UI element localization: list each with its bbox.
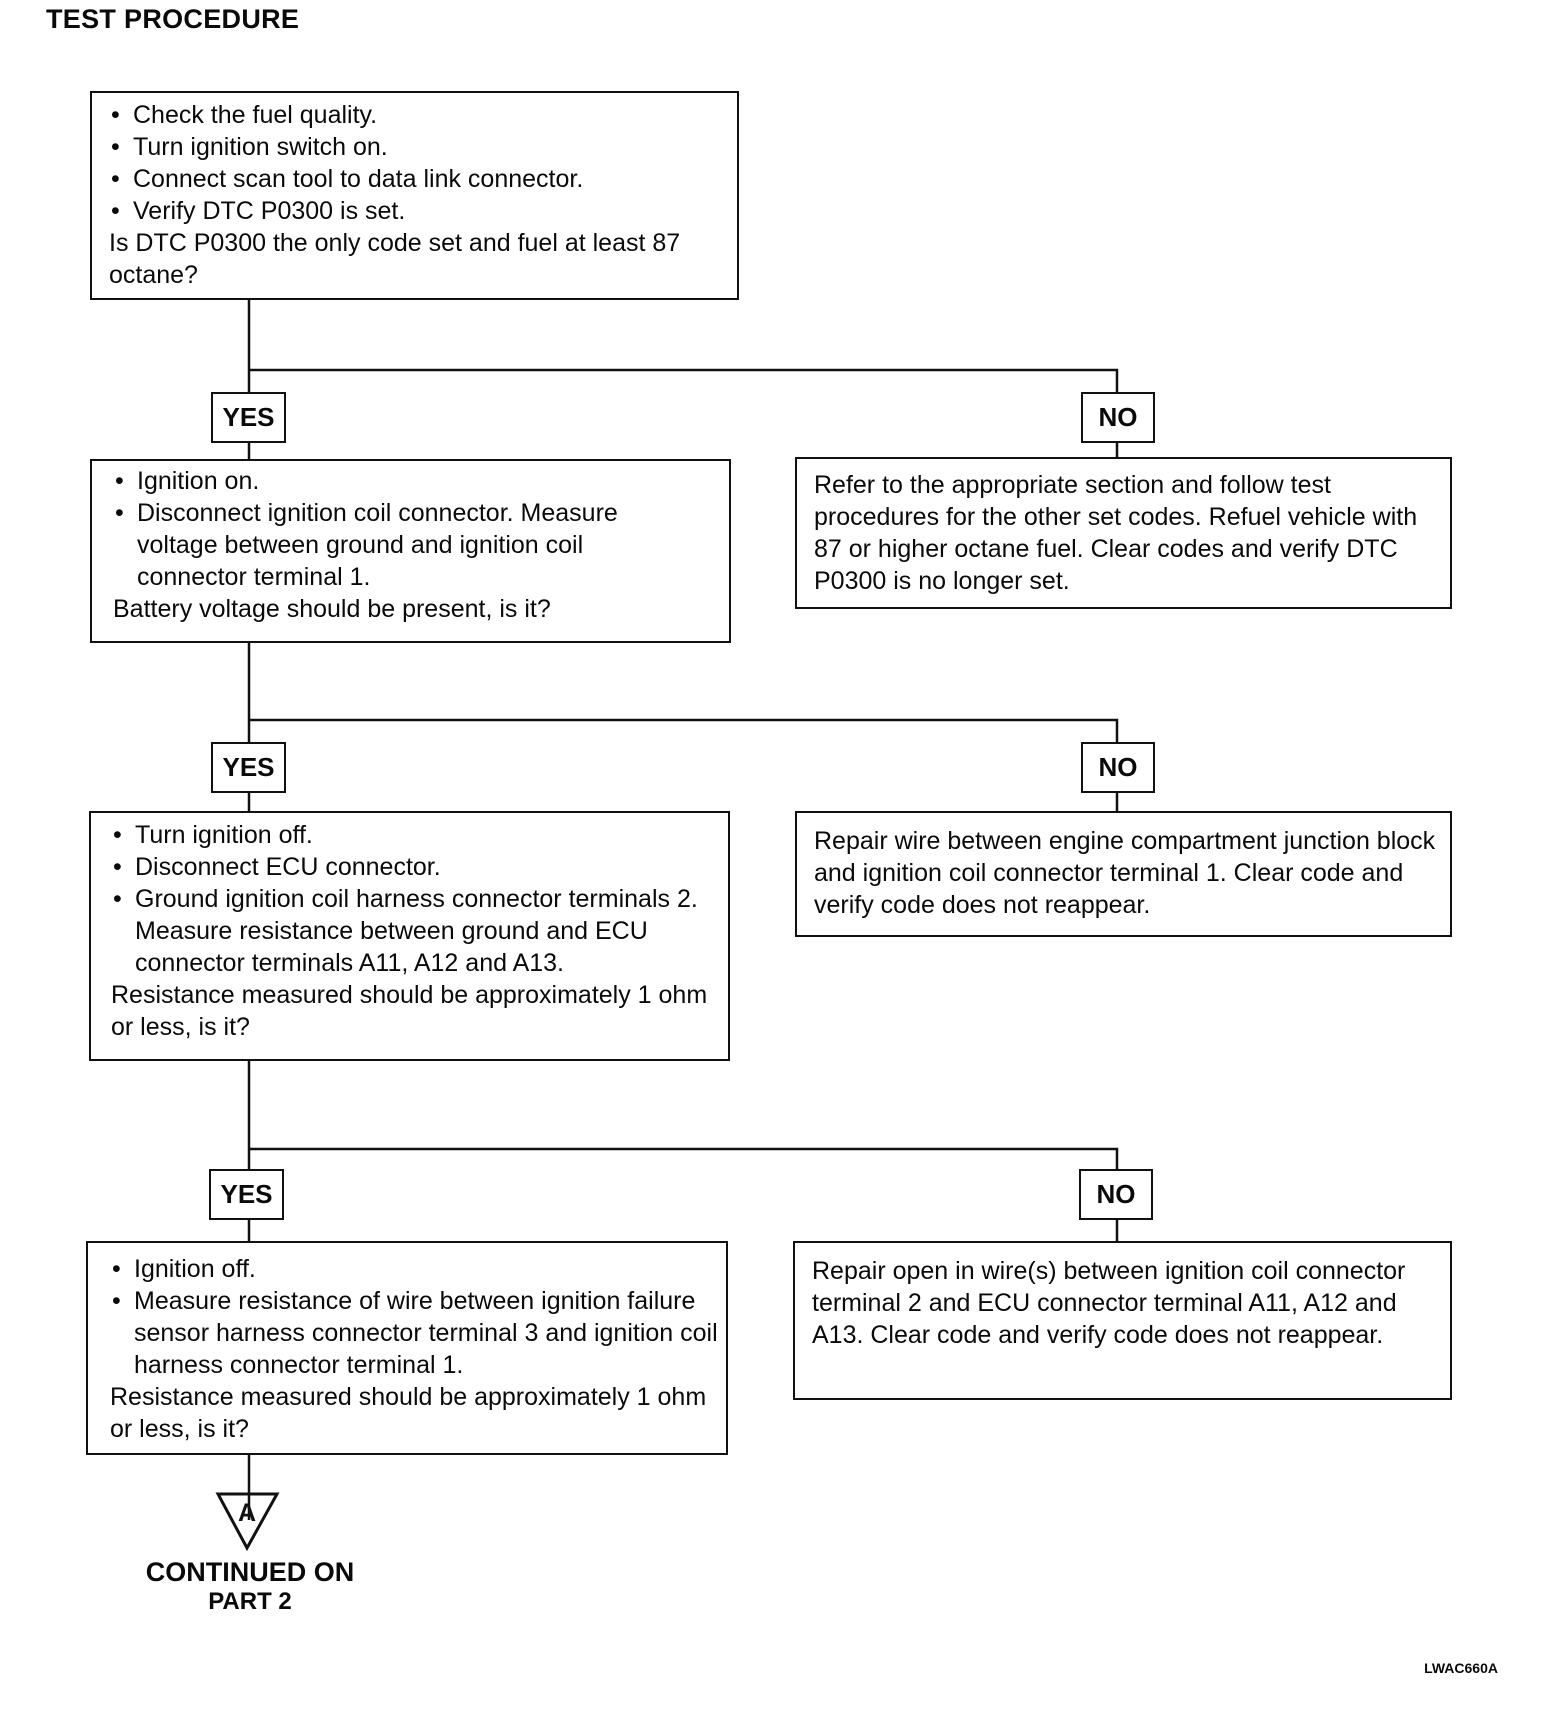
step-1-question: Is DTC P0300 the only code set and fuel …: [109, 229, 681, 289]
step-1-bullet: Verify DTC P0300 is set.: [109, 195, 733, 227]
continuation-triangle: [215, 1492, 280, 1552]
step-3-bullet: Turn ignition off.: [111, 819, 724, 851]
step-2-bullet: Ignition on.: [113, 465, 725, 497]
branch-line-1: [249, 368, 1119, 392]
figure-code: LWAC660A: [1424, 1660, 1498, 1676]
step-2-question: Battery voltage should be present, is it…: [113, 595, 551, 623]
step-3-question: Resistance measured should be approximat…: [111, 981, 708, 1041]
step-4-bullet: Ignition off.: [110, 1253, 722, 1285]
page-title: TEST PROCEDURE: [46, 4, 300, 34]
step-1-bullet: Turn ignition switch on.: [109, 131, 733, 163]
no-result-2-text: Repair wire between engine compartment j…: [814, 827, 1436, 919]
no-label-1: NO: [1081, 392, 1155, 443]
continued-on-label: CONTINUED ON PART 2: [130, 1556, 370, 1616]
step-4-bullet: Measure resistance of wire between ignit…: [110, 1285, 722, 1381]
step-4-box: Ignition off. Measure resistance of wire…: [86, 1241, 728, 1455]
yes-label-1: YES: [211, 392, 286, 443]
step-2-box: Ignition on. Disconnect ignition coil co…: [90, 459, 731, 643]
step-2-bullet: Disconnect ignition coil connector. Meas…: [113, 497, 725, 593]
step-3-bullet: Ground ignition coil harness connector t…: [111, 883, 724, 979]
no-result-1-box: Refer to the appropriate section and fol…: [795, 457, 1452, 609]
step-3-bullet: Disconnect ECU connector.: [111, 851, 724, 883]
no-result-2-box: Repair wire between engine compartment j…: [795, 811, 1452, 937]
branch-line-3: [249, 1147, 1119, 1169]
no-result-3-text: Repair open in wire(s) between ignition …: [812, 1257, 1406, 1349]
no-label-2: NO: [1081, 742, 1155, 793]
yes-label-2: YES: [211, 742, 286, 793]
step-1-bullet: Check the fuel quality.: [109, 99, 733, 131]
step-4-question: Resistance measured should be approximat…: [110, 1383, 707, 1443]
step-3-box: Turn ignition off. Disconnect ECU connec…: [89, 811, 730, 1061]
continued-on-line2: PART 2: [208, 1588, 292, 1615]
step-1-bullet: Connect scan tool to data link connector…: [109, 163, 733, 195]
step-1-box: Check the fuel quality. Turn ignition sw…: [90, 91, 739, 300]
continuation-symbol: A: [238, 1499, 256, 1527]
no-result-1-text: Refer to the appropriate section and fol…: [814, 471, 1418, 595]
branch-line-2: [249, 718, 1119, 742]
continued-on-line1: CONTINUED ON: [145, 1557, 355, 1587]
no-result-3-box: Repair open in wire(s) between ignition …: [793, 1241, 1452, 1400]
no-label-3: NO: [1079, 1169, 1153, 1220]
yes-label-3: YES: [209, 1169, 284, 1220]
